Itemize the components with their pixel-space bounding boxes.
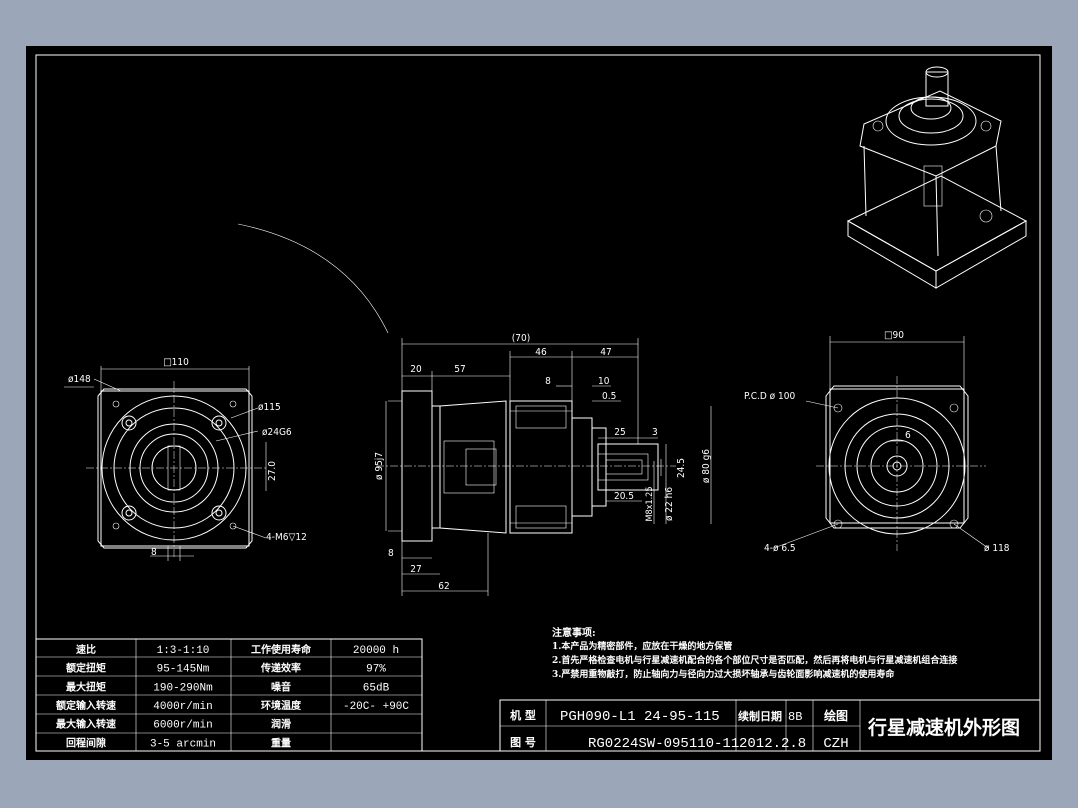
spec-cell-v2: 65dB xyxy=(363,682,390,694)
dim-phi22: ø 22 h6 xyxy=(664,487,675,521)
isometric-view xyxy=(846,66,1028,289)
tb-model-label: 机 型 xyxy=(510,708,536,722)
construction-arc xyxy=(237,223,389,334)
dim-57: 57 xyxy=(454,364,465,375)
spec-cell-k2: 环境温度 xyxy=(261,699,302,712)
spec-cell-v1: 4000r/min xyxy=(153,701,212,713)
spec-cell-v1: 6000r/min xyxy=(153,720,212,732)
dim-8b: 8 xyxy=(545,376,551,387)
spec-cell-v1: 95-145Nm xyxy=(157,664,210,676)
note-3: 3.严禁用重物敲打，防止轴向力与径向力过大损坏轴承与齿轮面影响减速机的使用寿命 xyxy=(552,668,895,680)
spec-cell-v1: 190-290Nm xyxy=(153,682,213,694)
spec-cell-k1: 回程间隙 xyxy=(66,736,106,749)
dim-pcd: P.C.D ø 100 xyxy=(744,391,795,402)
dim-phi95: ø 95j7 xyxy=(374,452,385,480)
spec-cell-k1: 最大扭矩 xyxy=(66,680,106,693)
spec-cell-k2: 传递效率 xyxy=(260,662,301,675)
spec-cell-k2: 润滑 xyxy=(271,718,291,731)
dim-27b: 27 xyxy=(410,564,421,575)
tb-author: CZH xyxy=(823,736,848,752)
dim-m8: M8x1.25 xyxy=(645,487,655,522)
tb-model: PGH090-L1 24-95-115 xyxy=(560,709,720,725)
dim-phi118: ø 118 xyxy=(984,543,1010,554)
drawing-sheet: □110 ø148 ø115 ø24G6 27.0 4-M6▽12 8 xyxy=(26,46,1052,760)
tb-drawing: RG0224SW-095110-11 xyxy=(588,736,739,752)
cad-drawing: □110 ø148 ø115 ø24G6 27.0 4-M6▽12 8 xyxy=(35,54,1041,752)
dim-8: 8 xyxy=(151,547,157,558)
dim-phi65: 4-ø 6.5 xyxy=(764,543,796,554)
dim-25: 25 xyxy=(614,427,625,438)
spec-cell-k1: 最大输入转速 xyxy=(56,718,116,731)
tb-draw-label: 绘图 xyxy=(824,708,848,723)
note-1: 1.本产品为精密部件，应放在干燥的地方保管 xyxy=(552,640,732,652)
dim-3: 3 xyxy=(652,427,658,438)
motor-flange-view xyxy=(773,336,989,551)
dim-46: 46 xyxy=(535,347,547,358)
note-2: 2.首先严格检查电机与行星减速机配合的各个部位尺寸是否匹配，然后再将电机与行星减… xyxy=(552,654,957,666)
tb-title: 行星减速机外形图 xyxy=(867,716,1020,739)
spec-table xyxy=(35,638,423,752)
notes-title: 注意事项: xyxy=(552,626,596,639)
title-block xyxy=(499,699,1041,752)
spec-cell-v1: 3-5 arcmin xyxy=(150,738,216,750)
dim-8c: 8 xyxy=(388,548,394,559)
spec-cell-k1: 额定输入转速 xyxy=(56,699,116,712)
dim-47: 47 xyxy=(600,347,611,358)
dim-27: 27.0 xyxy=(267,461,278,481)
dim-m6: 4-M6▽12 xyxy=(266,532,307,543)
dim-20: 20 xyxy=(410,364,422,375)
spec-cell-v2: 97% xyxy=(366,664,386,676)
dim-phi24g6: ø24G6 xyxy=(262,427,292,438)
tb-date: 2012.2.8 xyxy=(739,736,806,752)
dim-flange-square: □110 xyxy=(163,357,189,368)
spec-cell-k2: 重量 xyxy=(271,736,291,749)
dim-6: 6 xyxy=(905,430,911,441)
spec-cell-k2: 噪音 xyxy=(271,680,291,693)
output-flange-view xyxy=(64,366,267,561)
tb-mid-top: 续制日期 xyxy=(738,709,782,723)
spec-cell-v1: 1:3-1:10 xyxy=(157,645,210,657)
dim-10: 10 xyxy=(598,376,610,387)
tb-drawing-label: 图 号 xyxy=(510,736,536,749)
gearbox-side-view xyxy=(376,338,712,596)
dim-phi148: ø148 xyxy=(68,374,91,385)
dim-05: 0.5 xyxy=(602,391,616,402)
spec-cell-v2: -20C- +90C xyxy=(343,701,409,713)
dim-205: 20.5 xyxy=(614,491,634,502)
tb-mid-top2: 8B xyxy=(788,710,802,724)
dim-phi115: ø115 xyxy=(258,402,281,413)
spec-cell-k2: 工作使用寿命 xyxy=(251,643,312,656)
dim-sq90: □90 xyxy=(884,330,904,341)
spec-cell-v2: 20000 h xyxy=(353,645,399,657)
spec-cell-k1: 速比 xyxy=(76,643,96,656)
dim-62: 62 xyxy=(438,581,449,592)
spec-cell-k1: 额定扭矩 xyxy=(66,662,106,675)
dim-phi80: ø 80 g6 xyxy=(701,449,712,483)
dim-70: (70) xyxy=(512,333,530,344)
dim-245: 24.5 xyxy=(676,458,687,478)
